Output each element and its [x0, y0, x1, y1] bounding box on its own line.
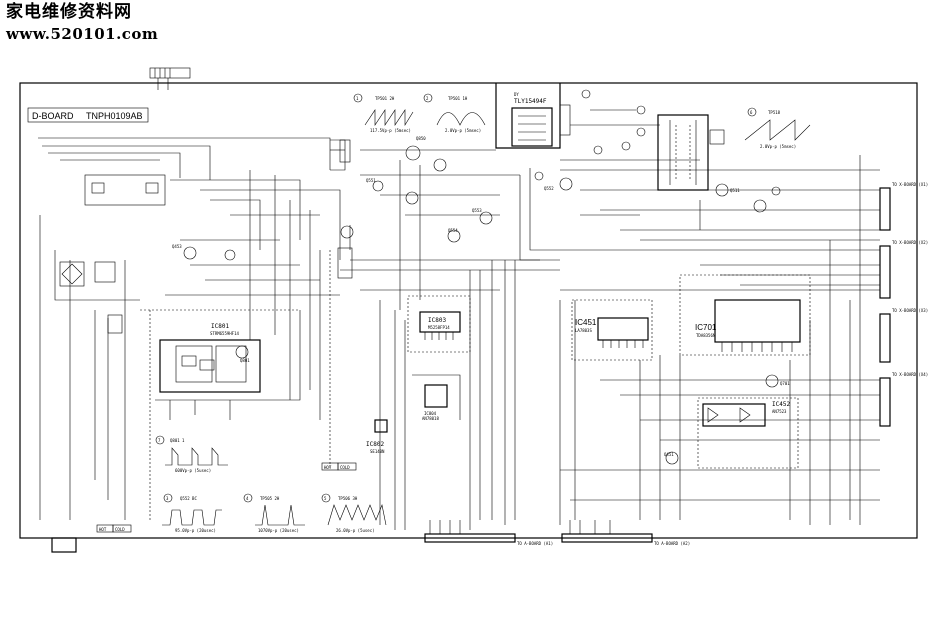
waveform-1: 1 TP501 2H 117.5Vp-p (5msec)	[353, 93, 414, 133]
wiring-right	[519, 155, 880, 525]
waveform-7-name: Q801 1	[170, 438, 185, 443]
svg-text:4: 4	[246, 496, 249, 501]
waveform-6-name: TP518	[768, 110, 781, 115]
flyback-label: TLY15494F	[514, 98, 547, 105]
dy-notch	[495, 83, 561, 149]
waveform-3-value: 95.0Vp-p (20usec)	[175, 528, 216, 533]
q552-label: Q552	[544, 186, 554, 191]
svg-text:5: 5	[324, 496, 327, 501]
waveform-6: 6 TP518 2.0Vp-p (5msec)	[744, 107, 811, 149]
ic802-block: IC802 SE140N	[366, 419, 388, 454]
waveform-2: 2 TP501 1H 2.0Vp-p (5msec)	[423, 93, 486, 133]
q511-label: Q511	[730, 188, 740, 193]
conn-x1-label: TO X-BOARD (X1)	[892, 182, 928, 187]
waveform-6-value: 2.0Vp-p (5msec)	[760, 144, 796, 149]
site-watermark: 家电维修资料网 www.520101.com	[6, 4, 158, 42]
waveform-1-name: TP501 2H	[375, 96, 395, 101]
waveform-2-value: 2.0Vp-p (5msec)	[445, 128, 481, 133]
ic451-label: IC451	[575, 318, 597, 327]
waveform-5: 5 TP506 3H 26.0Vp-p (5usec)	[321, 493, 387, 533]
board-frame	[19, 82, 918, 539]
conn-a1-label: TO A-BOARD (A1)	[517, 541, 553, 546]
svg-text:1: 1	[356, 96, 359, 101]
ic802-part: SE140N	[370, 449, 385, 454]
waveform-4-value: 1070Vp-p (20usec)	[258, 528, 299, 533]
wiring-center	[339, 139, 560, 530]
ic452-block: IC452 AN7523	[697, 397, 799, 469]
ic452-part: AN7523	[772, 409, 787, 414]
board-code: TNPH0109AB	[86, 111, 143, 121]
q554-label: Q554	[448, 228, 458, 233]
waveform-3: 3 Q552 BC 95.0Vp-p (20usec)	[162, 493, 222, 533]
waveform-4: 4 TP505 2H 1070Vp-p (20usec)	[243, 493, 305, 533]
ic802-label: IC802	[366, 441, 384, 448]
ic451-block: IC451 LA7803S	[571, 299, 653, 361]
ic804-block: IC804 AN78018	[412, 374, 461, 421]
q701-label: Q701	[780, 381, 790, 386]
svg-text:2: 2	[426, 96, 429, 101]
ic803-block: IC803 M5258FP14	[407, 295, 471, 353]
conn-a2-label: TO A-BOARD (A2)	[654, 541, 690, 546]
ic451-part: LA7803S	[575, 328, 592, 333]
ic804-part: AN78018	[422, 416, 439, 421]
waveform-7: 7 Q801 1 600Vp-p (5usec)	[155, 435, 228, 473]
hot-label-mid: HOT	[324, 465, 332, 470]
waveform-5-name: TP506 3H	[338, 496, 358, 501]
cold-label-mid: COLD	[340, 465, 350, 470]
ic452-label: IC452	[772, 401, 790, 408]
wiring-left	[38, 137, 331, 520]
waveform-7-value: 600Vp-p (5usec)	[175, 468, 211, 473]
waveform-4-name: TP505 2H	[260, 496, 280, 501]
waveform-3-name: Q552 BC	[180, 496, 197, 501]
ic701-block: IC701 TDA8356N	[679, 274, 811, 356]
top-connector	[149, 67, 191, 90]
q801-label: Q801	[240, 358, 250, 363]
q451-label: Q451	[664, 452, 674, 457]
svg-text:3: 3	[166, 496, 169, 501]
flyback-tag: DY	[514, 92, 519, 97]
q453-label: Q453	[172, 244, 182, 249]
ic801-part: STRM6559HF14	[210, 331, 239, 336]
svg-text:6: 6	[750, 110, 753, 115]
flyback-block: DY TLY15494F	[511, 89, 700, 161]
ic701-label: IC701	[695, 323, 717, 332]
site-url: www.520101.com	[6, 25, 159, 43]
ic804-label: IC804	[424, 411, 437, 416]
conn-x2-label: TO X-BOARD (X2)	[892, 240, 928, 245]
ic803-label: IC803	[428, 317, 446, 324]
waveform-5-value: 26.0Vp-p (5usec)	[336, 528, 375, 533]
q551-label: Q551	[366, 178, 376, 183]
ic701-part: TDA8356N	[696, 333, 716, 338]
waveform-1-value: 117.5Vp-p (5msec)	[370, 128, 411, 133]
ic801-label: IC801	[211, 323, 229, 330]
svg-text:7: 7	[158, 438, 161, 443]
ic801-block: IC801 STRM6559HF14	[155, 310, 301, 420]
wiring-power	[165, 139, 354, 420]
waveform-2-name: TP501 1H	[448, 96, 468, 101]
board-name: D-BOARD	[32, 111, 74, 121]
q850-label: Q850	[416, 136, 426, 141]
cold-label-left: COLD	[115, 527, 125, 532]
board-title: D-BOARD TNPH0109AB	[27, 107, 149, 123]
deflection-transformer	[657, 114, 725, 191]
q553-label: Q553	[472, 208, 482, 213]
conn-x4-label: TO X-BOARD (X4)	[892, 372, 928, 377]
site-name: 家电维修资料网	[6, 2, 132, 22]
hot-cold-boundary: HOT COLD HOT COLD	[96, 250, 357, 533]
conn-x3-label: TO X-BOARD (X3)	[892, 308, 928, 313]
hot-label-left: HOT	[99, 527, 107, 532]
ic803-part: M5258FP14	[428, 325, 450, 330]
right-connectors: TO X-BOARD (X1) TO X-BOARD (X2) TO X-BOA…	[879, 182, 928, 427]
transistor-labels: Q850 Q551 Q552 Q553 Q801 Q451 Q453 Q701 …	[172, 136, 790, 457]
bottom-connectors: TO A-BOARD (A1) TO A-BOARD (A2)	[51, 520, 690, 553]
